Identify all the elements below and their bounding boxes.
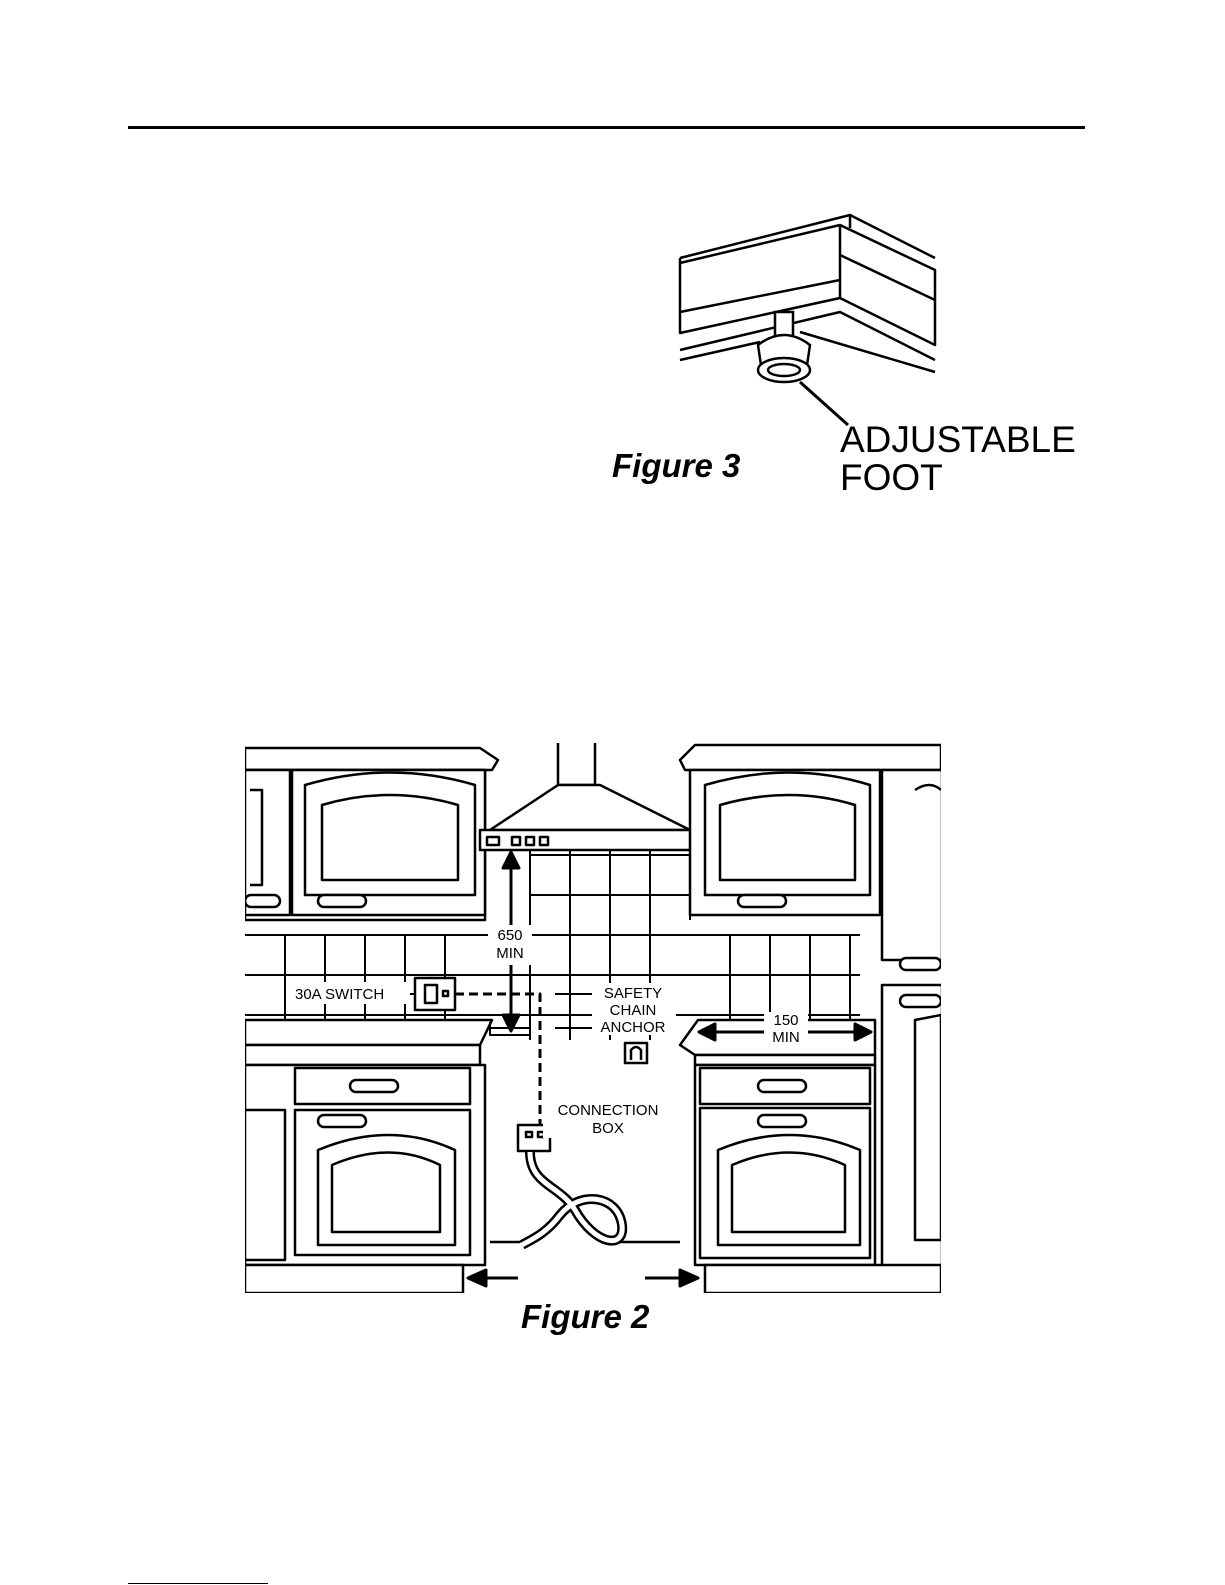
figure-2-caption: Figure 2: [521, 1298, 650, 1335]
side-dimension-value: 150: [773, 1012, 798, 1029]
anchor-label-line2: CHAIN: [610, 1002, 657, 1019]
cooker-hood: [480, 743, 692, 850]
connection-box-label-line2: BOX: [592, 1120, 624, 1137]
anchor-label-line3: ANCHOR: [600, 1019, 665, 1036]
height-dimension-value: 650: [497, 927, 522, 944]
connection-cable: [522, 1152, 622, 1245]
switch-icon: [415, 978, 455, 1010]
anchor-label-line1: SAFETY: [604, 985, 662, 1002]
height-dimension-unit: MIN: [496, 945, 524, 962]
left-base-cabinet: [245, 1020, 492, 1293]
left-wall-cabinets: [245, 748, 498, 920]
switch-label: 30A SWITCH: [295, 986, 384, 1003]
cooker-width-arrows: [468, 1270, 698, 1286]
side-dimension-unit: MIN: [772, 1029, 800, 1046]
safety-chain-anchor-icon: [625, 1043, 647, 1063]
connection-box-label-line1: CONNECTION: [558, 1102, 659, 1119]
